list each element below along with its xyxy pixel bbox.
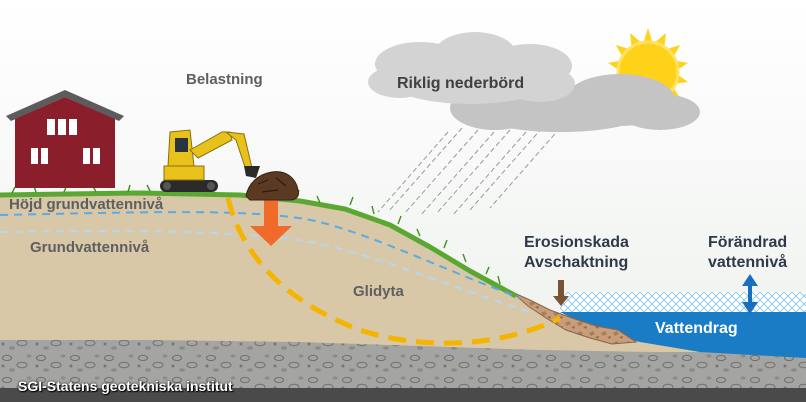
house-icon (6, 90, 124, 188)
watercourse-area (560, 312, 806, 358)
grass (0, 190, 518, 299)
rain-icon (377, 127, 561, 217)
load-arrow-icon (250, 198, 292, 246)
precipitation-label: Riklig nederbörd (397, 75, 525, 92)
erosion-label-line1: Erosionskada (524, 234, 629, 251)
bedrock-layer (0, 388, 806, 402)
watercourse-label: Vattendrag (655, 320, 738, 337)
water-level-range (560, 292, 806, 312)
raised-groundwater-line (0, 211, 521, 299)
credit-label: SGI-Statens geotekniska institut (18, 378, 233, 394)
raised-groundwater-label: Höjd grundvattennivå (9, 196, 164, 213)
erosion-label-line2: Avschaktning (524, 254, 629, 271)
changed-water-label-line2: vattennivå (708, 254, 788, 271)
excavator-icon (160, 129, 260, 192)
groundwater-label: Grundvattennivå (30, 239, 150, 256)
loading-label: Belastning (186, 71, 263, 88)
boulder-icon (245, 171, 299, 201)
water-level-arrow-icon (742, 274, 758, 314)
soil-layer (0, 194, 806, 352)
groundwater-line (0, 230, 531, 313)
cloud-icon (368, 32, 700, 132)
erosion-rubble (511, 291, 638, 345)
changed-water-label-line1: Förändrad (708, 234, 788, 251)
slip-surface-label: Glidyta (353, 283, 404, 300)
erosion-arrow-icon (553, 280, 569, 306)
